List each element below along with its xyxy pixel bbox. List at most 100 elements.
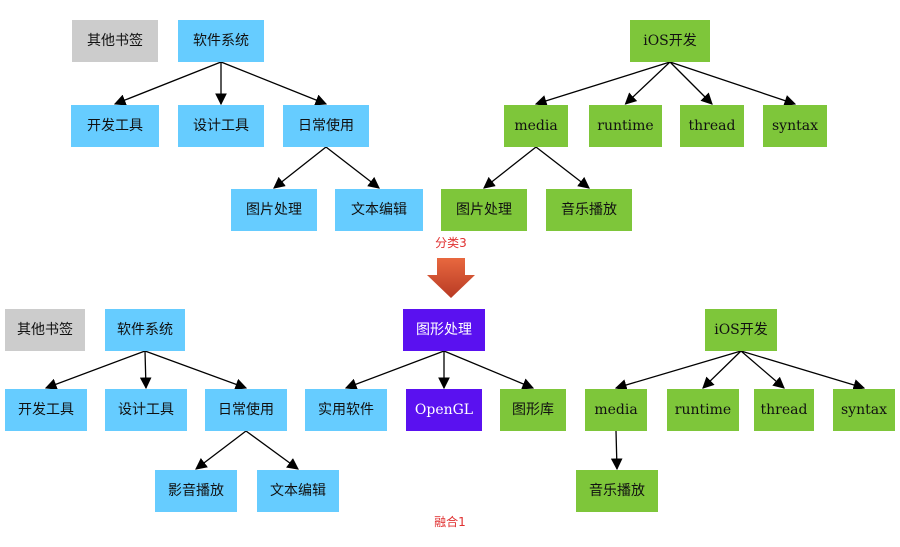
- bottom-node-software-label: 软件系统: [117, 322, 173, 338]
- bottom-node-opengl-label: OpenGL: [415, 402, 473, 418]
- top-node-media-audio-label: 音乐播放: [561, 201, 617, 218]
- top-edge-media-to-media_image: [483, 146, 537, 189]
- bottom-node-daily[interactable]: 日常使用: [205, 389, 287, 431]
- bottom-node-graphics-lib[interactable]: 图形库: [500, 389, 566, 431]
- top-node-design-tools[interactable]: 设计工具: [178, 105, 264, 147]
- bottom-node-thread[interactable]: thread: [754, 389, 814, 431]
- bottom-node-other-label: 其他书签: [17, 321, 73, 338]
- bottom-node-daily-box: [205, 389, 287, 431]
- top-node-thread-label: thread: [689, 118, 736, 134]
- top-node-other[interactable]: 其他书签: [72, 20, 158, 62]
- top-edge-daily-to-text_edit: [325, 146, 380, 189]
- bottom-node-other[interactable]: 其他书签: [5, 309, 85, 351]
- bottom-node-media-label: media: [594, 402, 637, 418]
- top-node-design-tools-box: [178, 105, 264, 147]
- bottom-edge-ios-to-thread: [740, 350, 785, 389]
- bottom-node-practical[interactable]: 实用软件: [305, 389, 387, 431]
- bottom-edge-ios-to-runtime: [702, 350, 742, 389]
- top-node-dev-tools-label: 开发工具: [87, 118, 143, 134]
- bottom-edge-graphics-to-practical: [344, 350, 445, 390]
- bottom-node-software[interactable]: 软件系统: [105, 309, 185, 351]
- top-node-thread-box: [680, 105, 744, 147]
- bottom-node-software-box: [105, 309, 185, 351]
- top-node-syntax-label: syntax: [772, 118, 818, 134]
- top-node-software-label: 软件系统: [193, 33, 249, 49]
- top-node-media-box: [504, 105, 568, 147]
- top-node-ios-label: iOS开发: [643, 33, 697, 49]
- bottom-node-ios-box: [705, 309, 777, 351]
- bottom-edge-ios-to-media: [614, 350, 742, 391]
- top-node-software[interactable]: 软件系统: [178, 20, 264, 62]
- bottom-node-runtime[interactable]: runtime: [667, 389, 739, 431]
- bottom-node-media-box: [585, 389, 647, 431]
- top-node-image-proc-label: 图片处理: [246, 202, 302, 218]
- bottom-edge-software-to-daily: [144, 350, 248, 390]
- merge-arrow-icon: [427, 258, 475, 298]
- top-edge-media-to-media_audio: [535, 146, 590, 189]
- bottom-node-video-audio[interactable]: 影音播放: [155, 470, 237, 512]
- top-node-syntax-box: [763, 105, 827, 147]
- top-node-design-tools-label: 设计工具: [193, 118, 249, 134]
- bottom-node-video-audio-box: [155, 470, 237, 512]
- top-node-runtime-box: [589, 105, 662, 147]
- bottom-edge-software-to-dev_tools: [44, 350, 146, 390]
- top-diagram-caption: 分类3: [435, 236, 467, 250]
- bottom-diagram-caption: 融合1: [434, 514, 466, 529]
- bottom-edge-daily-to-video_audio: [195, 430, 247, 470]
- bottom-node-dev-tools-box: [5, 389, 87, 431]
- bottom-node-audio-label: 音乐播放: [589, 482, 645, 499]
- bottom-node-ios[interactable]: iOS开发: [705, 309, 777, 351]
- top-node-dev-tools-box: [71, 105, 159, 147]
- top-edge-ios-to-syntax: [669, 61, 797, 107]
- top-node-runtime[interactable]: runtime: [589, 105, 662, 147]
- top-node-media-image[interactable]: 图片处理: [441, 189, 527, 231]
- top-node-media-audio[interactable]: 音乐播放: [546, 189, 632, 231]
- bottom-node-syntax[interactable]: syntax: [833, 389, 895, 431]
- bottom-node-design-tools-label: 设计工具: [118, 402, 174, 418]
- top-node-daily[interactable]: 日常使用: [283, 105, 369, 147]
- bottom-edge-media-to-audio: [610, 430, 623, 471]
- top-edge-ios-to-runtime: [624, 61, 671, 105]
- bottom-edge-software-to-design_tools: [139, 350, 152, 390]
- top-node-daily-box: [283, 105, 369, 147]
- bottom-node-dev-tools[interactable]: 开发工具: [5, 389, 87, 431]
- bottom-node-practical-label: 实用软件: [318, 402, 374, 418]
- top-edge-software-to-daily: [220, 61, 328, 106]
- bottom-node-runtime-box: [667, 389, 739, 431]
- bottom-node-graphics-box: [403, 309, 485, 351]
- bottom-node-design-tools[interactable]: 设计工具: [105, 389, 187, 431]
- top-node-ios-box: [630, 20, 710, 62]
- bottom-node-design-tools-box: [105, 389, 187, 431]
- bottom-node-graphics-lib-label: 图形库: [512, 402, 554, 418]
- top-node-text-edit-box: [335, 189, 423, 231]
- top-node-ios[interactable]: iOS开发: [630, 20, 710, 62]
- top-node-software-box: [178, 20, 264, 62]
- top-node-image-proc[interactable]: 图片处理: [231, 189, 317, 231]
- bottom-node-runtime-label: runtime: [675, 402, 731, 418]
- top-node-other-box: [72, 20, 158, 62]
- top-node-dev-tools[interactable]: 开发工具: [71, 105, 159, 147]
- bottom-edge-daily-to-text_edit: [245, 430, 299, 470]
- bottom-node-text-edit-box: [257, 470, 339, 512]
- bottom-edge-graphics-to-graphics_lib: [443, 350, 535, 390]
- bottom-node-text-edit[interactable]: 文本编辑: [257, 470, 339, 512]
- top-node-media[interactable]: media: [504, 105, 568, 147]
- bottom-node-syntax-box: [833, 389, 895, 431]
- bottom-node-other-box: [5, 309, 85, 351]
- top-node-media-image-box: [441, 189, 527, 231]
- top-node-thread[interactable]: thread: [680, 105, 744, 147]
- top-edge-ios-to-media: [534, 61, 671, 107]
- top-node-syntax[interactable]: syntax: [763, 105, 827, 147]
- bottom-node-dev-tools-label: 开发工具: [18, 402, 74, 418]
- bottom-node-practical-box: [305, 389, 387, 431]
- bottom-node-syntax-label: syntax: [841, 402, 887, 418]
- top-node-text-edit[interactable]: 文本编辑: [335, 189, 423, 231]
- bottom-node-graphics[interactable]: 图形处理: [403, 309, 485, 351]
- bottom-node-audio[interactable]: 音乐播放: [576, 470, 658, 512]
- bottom-node-thread-box: [754, 389, 814, 431]
- decor-layer: 分类3 融合1: [427, 236, 475, 529]
- top-node-media-audio-box: [546, 189, 632, 231]
- bottom-node-media[interactable]: media: [585, 389, 647, 431]
- bottom-node-opengl[interactable]: OpenGL: [406, 389, 482, 431]
